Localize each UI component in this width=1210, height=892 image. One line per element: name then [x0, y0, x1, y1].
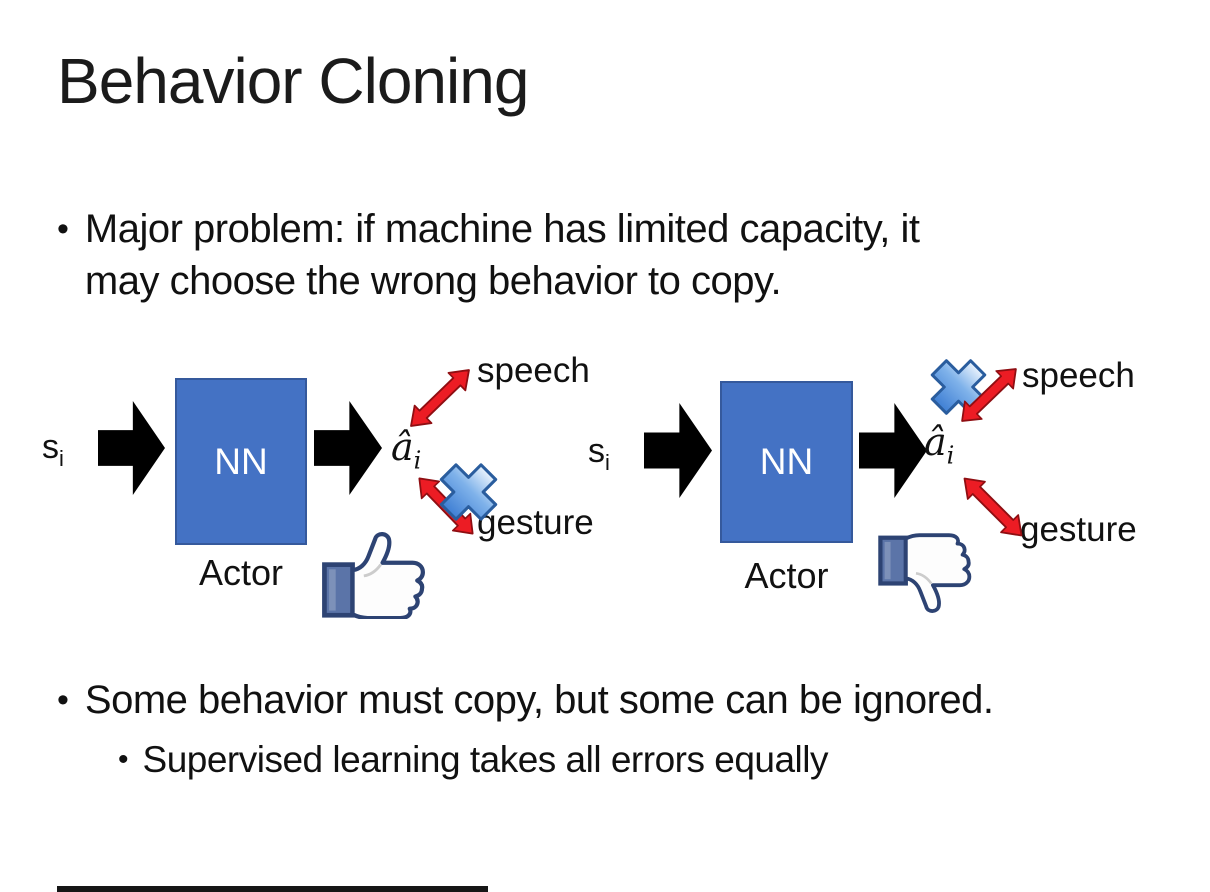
right-ahat-subscript: i: [946, 441, 955, 470]
left-input-state-label: si: [42, 428, 64, 472]
bullet-some-behavior: • Some behavior must copy, but some can …: [57, 674, 994, 726]
right-speech-double-arrow-icon: [951, 358, 1027, 432]
left-speech-double-arrow-icon: [400, 359, 480, 437]
bullet-some-behavior-text: Some behavior must copy, but some can be…: [84, 678, 994, 722]
left-output-arrow-icon: [314, 401, 382, 495]
sub-bullet-supervised: • Supervised learning takes all errors e…: [118, 736, 829, 784]
page-title: Behavior Cloning: [57, 45, 529, 117]
bullet-marker: •: [57, 210, 69, 248]
right-state-symbol: s: [588, 432, 605, 470]
left-gesture-label: gesture: [477, 503, 594, 542]
right-speech-label: speech: [1022, 356, 1135, 395]
left-ahat-symbol: â: [391, 425, 414, 469]
right-input-arrow-icon: [644, 403, 712, 498]
right-gesture-double-arrow-icon: [953, 467, 1032, 546]
right-cross-x-icon: [929, 355, 988, 419]
right-nn-box: NN: [720, 381, 853, 543]
right-state-subscript: i: [605, 449, 610, 475]
left-ahat-subscript: i: [413, 446, 422, 475]
bullet-marker: •: [57, 681, 69, 719]
right-ahat-symbol: â: [924, 420, 947, 464]
left-state-subscript: i: [59, 445, 64, 471]
left-cross-x-icon: [438, 461, 499, 523]
bullet-marker: •: [118, 743, 129, 776]
right-nn-label: NN: [759, 441, 814, 482]
left-nn-box: NN: [175, 378, 307, 545]
thumbs-down-icon: [877, 532, 977, 618]
thumbs-up-icon: [319, 529, 433, 619]
cropped-content-strip: [57, 886, 488, 892]
bullet-major-problem: • Major problem: if machine has limited …: [57, 203, 920, 307]
sub-bullet-supervised-text: Supervised learning takes all errors equ…: [142, 739, 829, 780]
left-state-symbol: s: [42, 428, 59, 466]
right-gesture-label: gesture: [1020, 510, 1137, 549]
left-input-arrow-icon: [98, 401, 165, 495]
left-nn-label: NN: [214, 440, 268, 482]
bullet-line-1: Major problem: if machine has limited ca…: [84, 207, 920, 251]
right-actor-label: Actor: [744, 555, 829, 596]
right-output-arrow-icon: [859, 403, 927, 498]
right-output-action-label: âi: [924, 420, 954, 470]
left-speech-label: speech: [477, 351, 590, 390]
bullet-line-2: may choose the wrong behavior to copy.: [84, 259, 782, 303]
left-output-action-label: âi: [391, 425, 421, 475]
bullet-major-problem-text: Major problem: if machine has limited ca…: [85, 203, 920, 307]
left-actor-label: Actor: [198, 552, 284, 593]
right-input-state-label: si: [588, 432, 610, 476]
